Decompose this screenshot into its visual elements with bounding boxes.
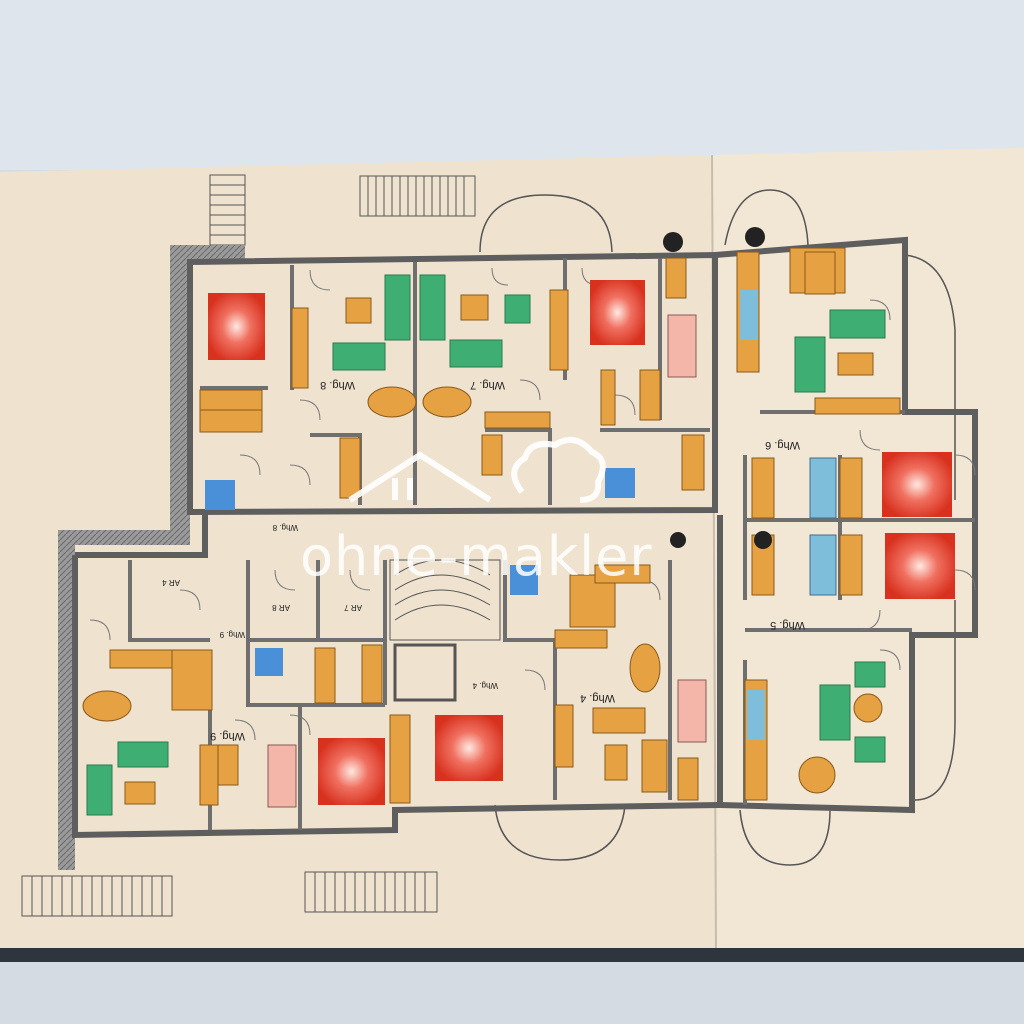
top-surface [0,0,1024,170]
punch-holes [663,227,772,549]
binder-edge [0,948,1024,962]
watermark-text: ohne-makler [300,525,653,588]
bed-whg5 [885,533,955,599]
interior-staircase [389,559,501,702]
bathroom-fixtures [205,290,837,808]
beds [208,280,955,805]
exterior-walls [72,236,978,839]
apartment-label-whg4: Whg. 4 [580,692,615,704]
stairs-bottom [21,871,438,917]
interior-walls [128,258,975,830]
bed-whg7 [590,280,645,345]
bed-whg4 [435,715,503,781]
entry-label-whg4: Whg. 4 [472,681,498,690]
sofas [86,274,886,816]
watermark-logo [348,436,606,503]
paper-right-sheet [710,148,1024,952]
entry-label-whg8: Whg. 8 [272,523,298,532]
apartment-label-whg5: Whg. 5 [770,619,805,631]
apartment-label-whg8: Whg. 8 [320,379,355,391]
door-swings [89,267,976,741]
bed-whg9 [318,738,385,805]
storage-label-ar8: AR 8 [272,603,290,612]
bed-whg8 [208,293,265,360]
entry-label-whg9: Whg. 9 [219,630,245,639]
storage-label-ar4: AR 4 [162,578,180,587]
bed-whg6 [882,452,952,517]
apartment-label-whg9: Whg. 9 [210,730,245,742]
apartment-label-whg7: Whg. 7 [470,379,505,391]
balconies [479,189,956,866]
dining-tables [82,251,883,794]
storage-label-ar7: AR 7 [344,603,362,612]
apartment-label-whg6: Whg. 6 [765,439,800,451]
